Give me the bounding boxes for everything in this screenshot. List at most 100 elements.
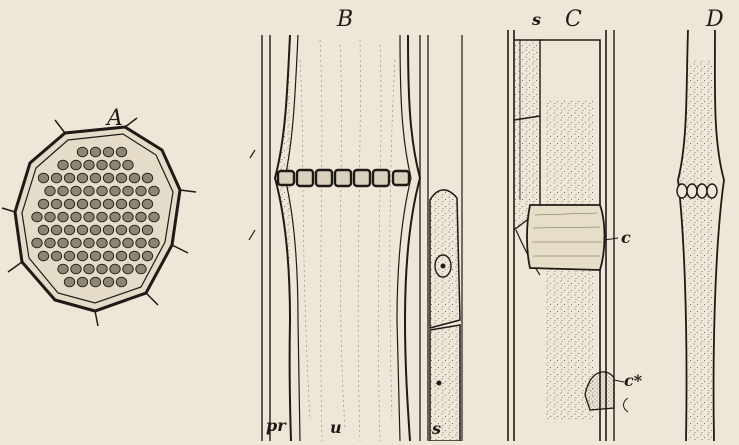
sieve-pore: [77, 173, 87, 183]
panel-a-cross-section: [2, 118, 196, 326]
sieve-pore: [77, 251, 87, 261]
sieve-pore: [103, 277, 113, 287]
label-s-b: s: [432, 421, 441, 437]
sieve-pore: [136, 186, 146, 196]
panel-d-label: D: [706, 9, 724, 31]
sieve-pore: [58, 238, 68, 248]
sieve-pore: [136, 264, 146, 274]
sieve-pore: [110, 238, 120, 248]
sieve-pore: [129, 225, 139, 235]
sieve-pore: [142, 173, 152, 183]
sieve-pore: [51, 173, 61, 183]
sieve-pore: [97, 264, 107, 274]
sieve-pore: [97, 160, 107, 170]
sieve-plate-row: [278, 170, 409, 186]
sieve-pore: [64, 173, 74, 183]
sieve-pore: [45, 212, 55, 222]
sieve-pore: [84, 264, 94, 274]
label-c-star: c*: [624, 373, 642, 389]
sieve-pore: [38, 199, 48, 209]
sieve-pore: [51, 225, 61, 235]
sieve-pore: [38, 173, 48, 183]
sieve-pore: [84, 212, 94, 222]
sieve-pore: [149, 212, 159, 222]
sieve-pore: [71, 160, 81, 170]
sieve-pore: [58, 264, 68, 274]
sieve-pore: [32, 212, 42, 222]
sieve-pore: [103, 225, 113, 235]
label-u: u: [330, 420, 342, 436]
sieve-pore: [123, 186, 133, 196]
sieve-pore: [38, 225, 48, 235]
sieve-pore: [116, 225, 126, 235]
sieve-pore: [110, 160, 120, 170]
sieve-pore: [71, 212, 81, 222]
sieve-pore: [149, 238, 159, 248]
sieve-pore: [64, 199, 74, 209]
sieve-pore: [32, 238, 42, 248]
sieve-pore: [45, 238, 55, 248]
sieve-pore: [116, 173, 126, 183]
sieve-pore: [64, 225, 74, 235]
sieve-pore: [84, 238, 94, 248]
sieve-pore: [51, 199, 61, 209]
sieve-pore: [71, 186, 81, 196]
sieve-pore: [90, 277, 100, 287]
sieve-pore: [77, 147, 87, 157]
label-c: c: [621, 230, 631, 246]
sieve-pore: [90, 147, 100, 157]
sieve-pore: [77, 199, 87, 209]
sieve-pore: [110, 264, 120, 274]
sieve-pore: [110, 186, 120, 196]
sieve-pore: [103, 147, 113, 157]
sieve-pore: [90, 251, 100, 261]
sieve-pore: [103, 199, 113, 209]
sieve-pore: [71, 238, 81, 248]
sieve-pore: [116, 147, 126, 157]
panel-b-longitudinal: [249, 35, 462, 441]
sieve-pore: [123, 160, 133, 170]
sieve-pore: [123, 264, 133, 274]
sieve-pore: [84, 186, 94, 196]
sieve-pore: [71, 264, 81, 274]
panel-c-label: C: [565, 9, 582, 31]
panel-b-label: B: [337, 9, 353, 31]
sieve-pore: [142, 251, 152, 261]
label-s-c: s: [532, 12, 541, 28]
sieve-pore: [136, 238, 146, 248]
sieve-pore: [103, 251, 113, 261]
sieve-pore: [58, 186, 68, 196]
sieve-pore: [77, 225, 87, 235]
sieve-pore: [149, 186, 159, 196]
sieve-pore: [123, 212, 133, 222]
sieve-pore: [116, 251, 126, 261]
sieve-pore: [97, 186, 107, 196]
sieve-pore: [136, 212, 146, 222]
sieve-pore: [123, 238, 133, 248]
sieve-pore: [97, 238, 107, 248]
sieve-pore: [64, 277, 74, 287]
sieve-pore: [142, 199, 152, 209]
panel-c-longitudinal: [508, 30, 628, 441]
sieve-pore: [110, 212, 120, 222]
sieve-pore: [90, 199, 100, 209]
sieve-pore: [64, 251, 74, 261]
sieve-pore: [129, 251, 139, 261]
sieve-pore: [90, 173, 100, 183]
sieve-pore: [142, 225, 152, 235]
sieve-pore: [84, 160, 94, 170]
sieve-pore: [103, 173, 113, 183]
label-pr: pr: [266, 418, 286, 434]
sieve-pore: [38, 251, 48, 261]
sieve-pore: [45, 186, 55, 196]
sieve-pore: [129, 173, 139, 183]
sieve-pore: [97, 212, 107, 222]
sieve-pore: [58, 160, 68, 170]
sieve-pore: [58, 212, 68, 222]
sieve-pore: [51, 251, 61, 261]
sieve-pore: [77, 277, 87, 287]
panel-a-label: A: [107, 108, 123, 130]
sieve-pore: [116, 199, 126, 209]
sieve-pore: [116, 277, 126, 287]
